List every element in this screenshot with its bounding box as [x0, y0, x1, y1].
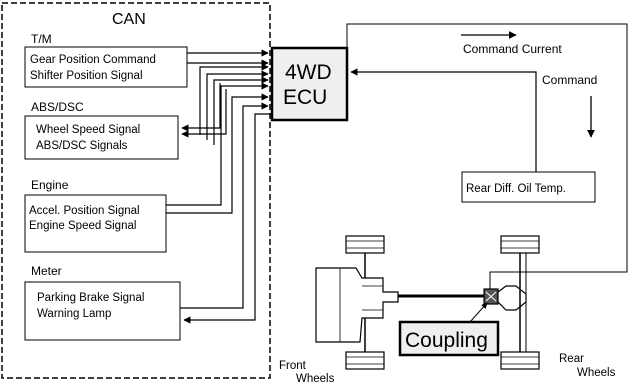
rear-diff-oil-temp-box: [461, 171, 596, 203]
rear-diff-oil-temp-label: Rear Diff. Oil Temp.: [466, 183, 566, 195]
engine-to-ecu-arrow-2: [166, 93, 269, 214]
abs-dsc-signal-line-1: Wheel Speed Signal: [36, 124, 140, 136]
ecu-label-line-2: ECU: [283, 86, 327, 109]
command-current-legend-label: Command Current: [463, 42, 562, 56]
meter-signal-line-1: Parking Brake Signal: [37, 292, 144, 304]
ecu-box: [270, 46, 349, 122]
meter-signal-box: [24, 281, 181, 341]
sensor-to-ecu-command-line: [350, 68, 537, 172]
rear-wheels-label-line-2: Wheels: [577, 367, 616, 379]
meter-group-label: Meter: [31, 264, 62, 278]
ecu-label-line-1: 4WD: [285, 61, 332, 84]
engine-signal-box: [24, 194, 167, 253]
tm-signal-line-2: Shifter Position Signal: [30, 70, 143, 82]
drivetrain-schematic: [315, 235, 540, 370]
tm-group-label: T/M: [31, 32, 52, 46]
abs-to-ecu-arrow-3: [213, 76, 269, 145]
meter-signal-line-2: Warning Lamp: [37, 308, 111, 320]
abs-dsc-group-label: ABS/DSC: [31, 100, 84, 114]
tm-signal-line-1: Gear Position Command: [30, 54, 156, 66]
front-left-wheel: [345, 235, 385, 254]
engine-to-ecu-arrow-1: [166, 82, 269, 206]
coupling-label: Coupling: [405, 329, 488, 352]
abs-dsc-signal-line-2: ABS/DSC Signals: [36, 140, 128, 152]
rear-wheels-label-line-1: Rear: [559, 353, 584, 365]
ecu-to-abs-arrow-1: [181, 83, 221, 132]
command-legend-label: Command: [542, 73, 597, 87]
rear-right-wheel: [500, 351, 540, 370]
tm-signal-box: [24, 46, 188, 88]
ecu-to-meter-arrow: [183, 113, 272, 324]
can-signal-lines: [166, 49, 272, 324]
ecu-to-abs-arrow-2: [181, 89, 227, 138]
can-title: CAN: [112, 11, 146, 28]
abs-dsc-signal-box: [24, 115, 179, 160]
can-bus-frame: [1, 2, 271, 379]
ecu-to-coupling-current-line: [346, 23, 628, 290]
front-right-wheel: [345, 351, 385, 370]
engine-signal-line-1: Accel. Position Signal: [29, 205, 140, 217]
coupling-pointer-arrow: [469, 302, 488, 323]
engine-group-label: Engine: [31, 178, 69, 192]
abs-to-ecu-arrow-2: [206, 70, 269, 140]
coupling-label-box: [398, 320, 500, 357]
rear-left-wheel: [500, 235, 540, 254]
engine-transmission-block: [315, 267, 399, 343]
abs-to-ecu-arrow-1: [199, 63, 269, 135]
engine-signal-line-2: Engine Speed Signal: [29, 220, 136, 232]
front-wheels-label-line-2: Wheels: [296, 373, 335, 383]
meter-to-ecu-arrow: [180, 102, 269, 309]
rear-differential: [497, 285, 527, 311]
front-wheels-label-line-1: Front: [279, 360, 307, 372]
